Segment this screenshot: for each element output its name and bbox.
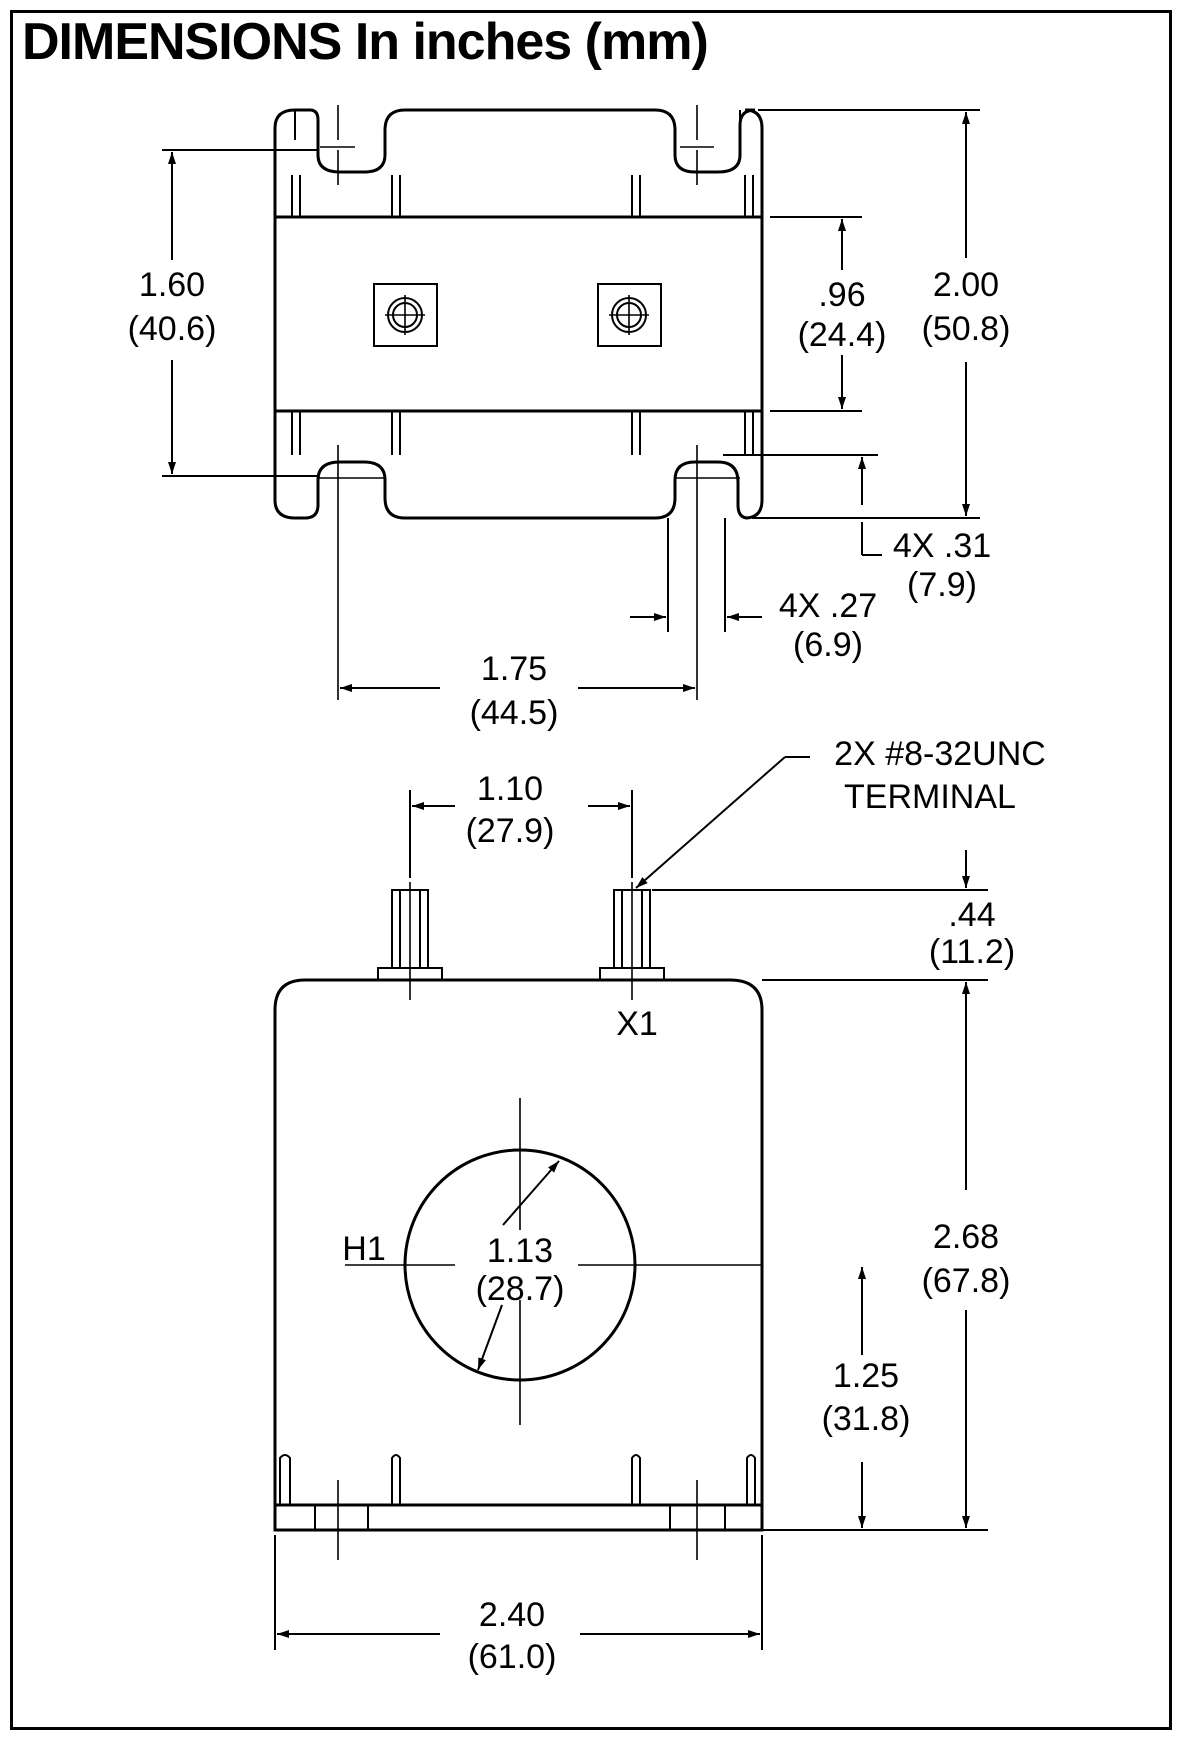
terminal-right [599, 882, 665, 1000]
drawing-frame [10, 10, 1172, 1730]
front-view: 1.13 (28.7) H1 X1 1.10 (27.9) 2X #8-32UN… [273, 735, 1046, 1676]
dim-window-in: 1.13 [487, 1232, 553, 1270]
slot-centerlines [318, 105, 740, 700]
base-ribs [279, 1454, 756, 1505]
drawing-title: DIMENSIONS In inches (mm) [22, 13, 709, 71]
terminal-left [377, 882, 443, 1000]
dim-slot-depth-mm: (7.9) [907, 566, 977, 604]
dim-2-00-in: 2.00 [933, 266, 999, 304]
dim-2-68-in: 2.68 [933, 1218, 999, 1256]
core-band [273, 215, 764, 413]
dim-1-60-in: 1.60 [139, 266, 205, 304]
top-view: 1.60 (40.6) .96 (24.4) 2.00 (50.8) 4X .3… [128, 105, 1011, 732]
dim-1-10-in: 1.10 [477, 770, 543, 808]
dim-0-96-in: .96 [818, 276, 865, 314]
terminal-left-top [373, 283, 438, 347]
tab-edges [294, 110, 741, 140]
h1-label: H1 [342, 1230, 385, 1268]
dim-1-75-mm: (44.5) [470, 694, 559, 732]
dim-1-25-in: 1.25 [833, 1357, 899, 1395]
top-view-outline [273, 108, 764, 520]
dim-2-00-mm: (50.8) [922, 310, 1011, 348]
dim-2-40-mm: (61.0) [468, 1638, 557, 1676]
dim-1-60-mm: (40.6) [128, 310, 217, 348]
x1-label: X1 [616, 1005, 658, 1043]
ribs [291, 175, 754, 455]
dim-0-44-in: .44 [948, 896, 995, 934]
terminal-right-top [597, 283, 662, 347]
dim-slot-width-mm: (6.9) [793, 626, 863, 664]
dim-0-96-mm: (24.4) [798, 316, 887, 354]
dim-2-68-mm: (67.8) [922, 1262, 1011, 1300]
dim-1-75-in: 1.75 [481, 650, 547, 688]
dim-2-40-in: 2.40 [479, 1596, 545, 1634]
dim-slot-depth-in: 4X .31 [893, 527, 991, 565]
dim-window-mm: (28.7) [476, 1270, 565, 1308]
terminal-note-line2: TERMINAL [844, 778, 1016, 816]
terminal-note-line1: 2X #8-32UNC [834, 735, 1046, 773]
dim-0-44-mm: (11.2) [929, 933, 1015, 971]
dim-1-25-mm: (31.8) [822, 1400, 911, 1438]
dim-1-10-mm: (27.9) [466, 812, 555, 850]
front-body-outline [273, 978, 764, 1532]
dim-slot-width-in: 4X .27 [779, 587, 877, 625]
